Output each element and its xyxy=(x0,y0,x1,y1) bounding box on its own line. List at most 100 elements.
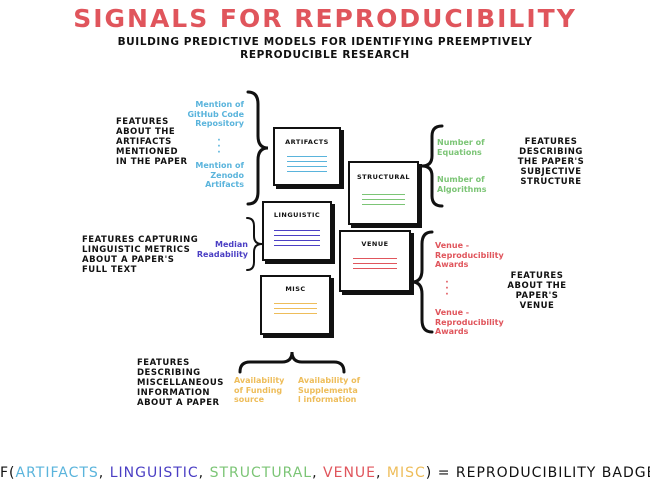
venue-description: FEATURES ABOUT THE PAPER'S VENUE xyxy=(497,271,577,311)
feature-line: Repository xyxy=(195,119,244,128)
desc-line: ABOUT A PAPER'S xyxy=(82,255,175,265)
feature-line: Algorithms xyxy=(437,184,487,194)
formula-misc: MISC xyxy=(386,465,426,481)
desc-line: FEATURES xyxy=(510,271,564,281)
desc-line: ABOUT THE xyxy=(507,281,567,291)
desc-line: ARTIFACTS xyxy=(116,137,172,147)
misc-box-label: MISC xyxy=(285,285,306,293)
desc-line: FULL TEXT xyxy=(82,265,137,275)
desc-line: LINGUISTIC METRICS xyxy=(82,245,191,255)
feature-line: Availability of xyxy=(298,376,361,385)
feature-line: Reproducibility xyxy=(435,317,504,327)
desc-line: INFORMATION xyxy=(137,388,211,398)
desc-line: FEATURES xyxy=(137,358,190,368)
misc-bracket xyxy=(238,351,346,374)
desc-line: ABOUT THE xyxy=(116,127,176,137)
feature-line: Supplementa xyxy=(298,385,358,395)
feature-line: Availability xyxy=(234,376,285,385)
feature-line: Awards xyxy=(435,327,469,336)
desc-line: STRUCTURE xyxy=(520,177,582,187)
formula-separator: , xyxy=(376,465,387,481)
venue-line xyxy=(353,263,397,265)
linguistic-box: LINGUISTIC xyxy=(262,201,332,261)
feature-line: Mention of xyxy=(195,161,244,170)
linguistic-line xyxy=(274,240,320,242)
feature-line: of Funding xyxy=(234,385,283,395)
desc-line: FEATURES xyxy=(116,117,169,127)
desc-line: PAPER'S xyxy=(515,291,559,301)
desc-line: MISCELLANEOUS xyxy=(137,378,224,388)
artifacts-box-label: ARTIFACTS xyxy=(285,138,329,146)
formula-separator: , xyxy=(312,465,324,481)
feature-line: Venue - xyxy=(435,308,470,317)
desc-line: IN THE PAPER xyxy=(116,157,188,167)
desc-line: FEATURES xyxy=(524,137,578,147)
misc-box: MISC xyxy=(260,275,331,335)
linguistic-box-label: LINGUISTIC xyxy=(273,211,321,219)
structural-box-label: STRUCTURAL xyxy=(356,173,411,181)
feature-line: Readability xyxy=(196,249,248,259)
diagram-subtitle: BUILDING PREDICTIVE MODELS FOR IDENTIFYI… xyxy=(75,36,575,62)
linguistic-line xyxy=(274,235,320,237)
formula: F(ARTIFACTS, LINGUISTIC, STRUCTURAL, VEN… xyxy=(0,465,650,481)
artifacts-line xyxy=(287,166,327,168)
feature-line: Mention of xyxy=(195,100,244,109)
venue-line xyxy=(353,268,397,270)
formula-structural: STRUCTURAL xyxy=(209,465,313,481)
linguistic-description: FEATURES CAPTURING LINGUISTIC METRICS AB… xyxy=(82,235,198,275)
formula-separator: , xyxy=(198,465,210,481)
formula-linguistic: LINGUISTIC xyxy=(109,465,199,481)
desc-line: DESCRIBING xyxy=(137,368,201,378)
linguistic-line xyxy=(274,230,320,232)
misc-line xyxy=(274,313,317,315)
structural-description: FEATURES DESCRIBING THE PAPER'S SUBJECTI… xyxy=(506,137,596,187)
venue-bracket xyxy=(411,230,434,334)
misc-line xyxy=(274,308,317,310)
linguistic-bracket xyxy=(246,217,263,271)
formula-suffix: ) = REPRODUCIBILITY BADGE xyxy=(425,465,650,481)
feature-line: Median xyxy=(215,240,248,249)
feature-line: Equations xyxy=(437,147,482,157)
desc-line: FEATURES CAPTURING xyxy=(82,235,199,245)
venue-ellipsis: ··· xyxy=(445,278,449,300)
misc-feature-funding: Availability of Funding source xyxy=(234,376,284,405)
structural-bracket xyxy=(421,124,444,208)
structural-feature-equations: Number of Equations xyxy=(437,138,485,157)
linguistic-line xyxy=(274,245,320,247)
feature-line: l information xyxy=(298,395,357,404)
feature-line: Number of xyxy=(437,175,485,184)
artifacts-line xyxy=(287,161,327,163)
misc-feature-supplemental: Availability of Supplementa l informatio… xyxy=(298,376,360,405)
desc-line: MENTIONED xyxy=(116,147,179,157)
structural-box: STRUCTURAL xyxy=(348,161,419,225)
formula-separator: , xyxy=(98,465,110,481)
diagram-title: SIGNALS FOR REPRODUCIBILITY xyxy=(73,4,577,33)
venue-line xyxy=(353,258,397,260)
formula-venue: VENUE xyxy=(323,465,377,481)
formula-artifacts: ARTIFACTS xyxy=(15,465,99,481)
feature-line: Awards xyxy=(435,260,469,269)
desc-line: SUBJECTIVE xyxy=(520,167,582,177)
desc-line: VENUE xyxy=(519,301,555,311)
feature-line: source xyxy=(234,395,265,404)
desc-line: ABOUT A PAPER xyxy=(137,398,220,408)
artifacts-line xyxy=(287,156,327,158)
desc-line: DESCRIBING xyxy=(519,147,583,157)
structural-line xyxy=(362,194,405,196)
structural-feature-algorithms: Number of Algorithms xyxy=(437,175,486,194)
artifacts-bracket xyxy=(246,90,269,206)
feature-line: Zenodo xyxy=(210,170,244,180)
feature-line: GitHub Code xyxy=(187,109,244,119)
feature-line: Reproducibility xyxy=(435,250,504,260)
structural-line xyxy=(362,204,405,206)
artifacts-feature-github: Mention of GitHub Code Repository xyxy=(187,100,244,129)
linguistic-feature-readability: Median Readability xyxy=(197,240,248,259)
venue-box: VENUE xyxy=(339,230,411,292)
formula-prefix: F( xyxy=(0,465,16,481)
venue-feature-awards-2: Venue - Reproducibility Awards xyxy=(435,308,504,337)
misc-description: FEATURES DESCRIBING MISCELLANEOUS INFORM… xyxy=(137,358,224,408)
artifacts-feature-zenodo: Mention of Zenodo Artifacts xyxy=(195,161,244,190)
subtitle-line: BUILDING PREDICTIVE MODELS FOR IDENTIFYI… xyxy=(117,36,533,48)
structural-line xyxy=(362,199,405,201)
